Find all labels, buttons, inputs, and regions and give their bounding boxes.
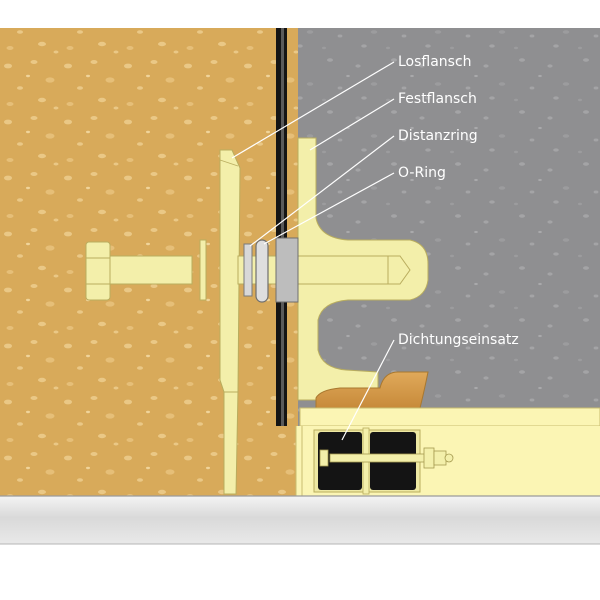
leader-festflansch — [309, 98, 395, 151]
concrete-wall — [298, 28, 600, 426]
wall-face-line-inner — [284, 28, 287, 426]
bolt-washer — [199, 239, 207, 301]
flange-gasket — [315, 371, 429, 409]
leader-distanzring — [249, 135, 395, 247]
leader-o-ring — [263, 172, 395, 245]
wall-face-gap — [281, 28, 284, 426]
spacer-ring — [243, 243, 253, 297]
seal-insert — [313, 427, 454, 495]
bottom-tube — [0, 496, 600, 544]
label-dichtungseinsatz: Dichtungseinsatz — [398, 332, 519, 348]
label-distanzring: Distanzring — [398, 128, 478, 144]
pipe-top-wall — [299, 407, 600, 427]
leader-dichtungseinsatz — [341, 339, 395, 441]
o-ring — [255, 239, 269, 303]
wall-face-line-outer — [276, 28, 281, 426]
leader-losflansch — [231, 61, 395, 159]
label-festflansch: Festflansch — [398, 91, 477, 107]
label-o-ring: O-Ring — [398, 165, 446, 181]
wall-seal-block — [275, 237, 299, 303]
label-losflansch: Losflansch — [398, 54, 472, 70]
leader-lines — [231, 61, 395, 441]
